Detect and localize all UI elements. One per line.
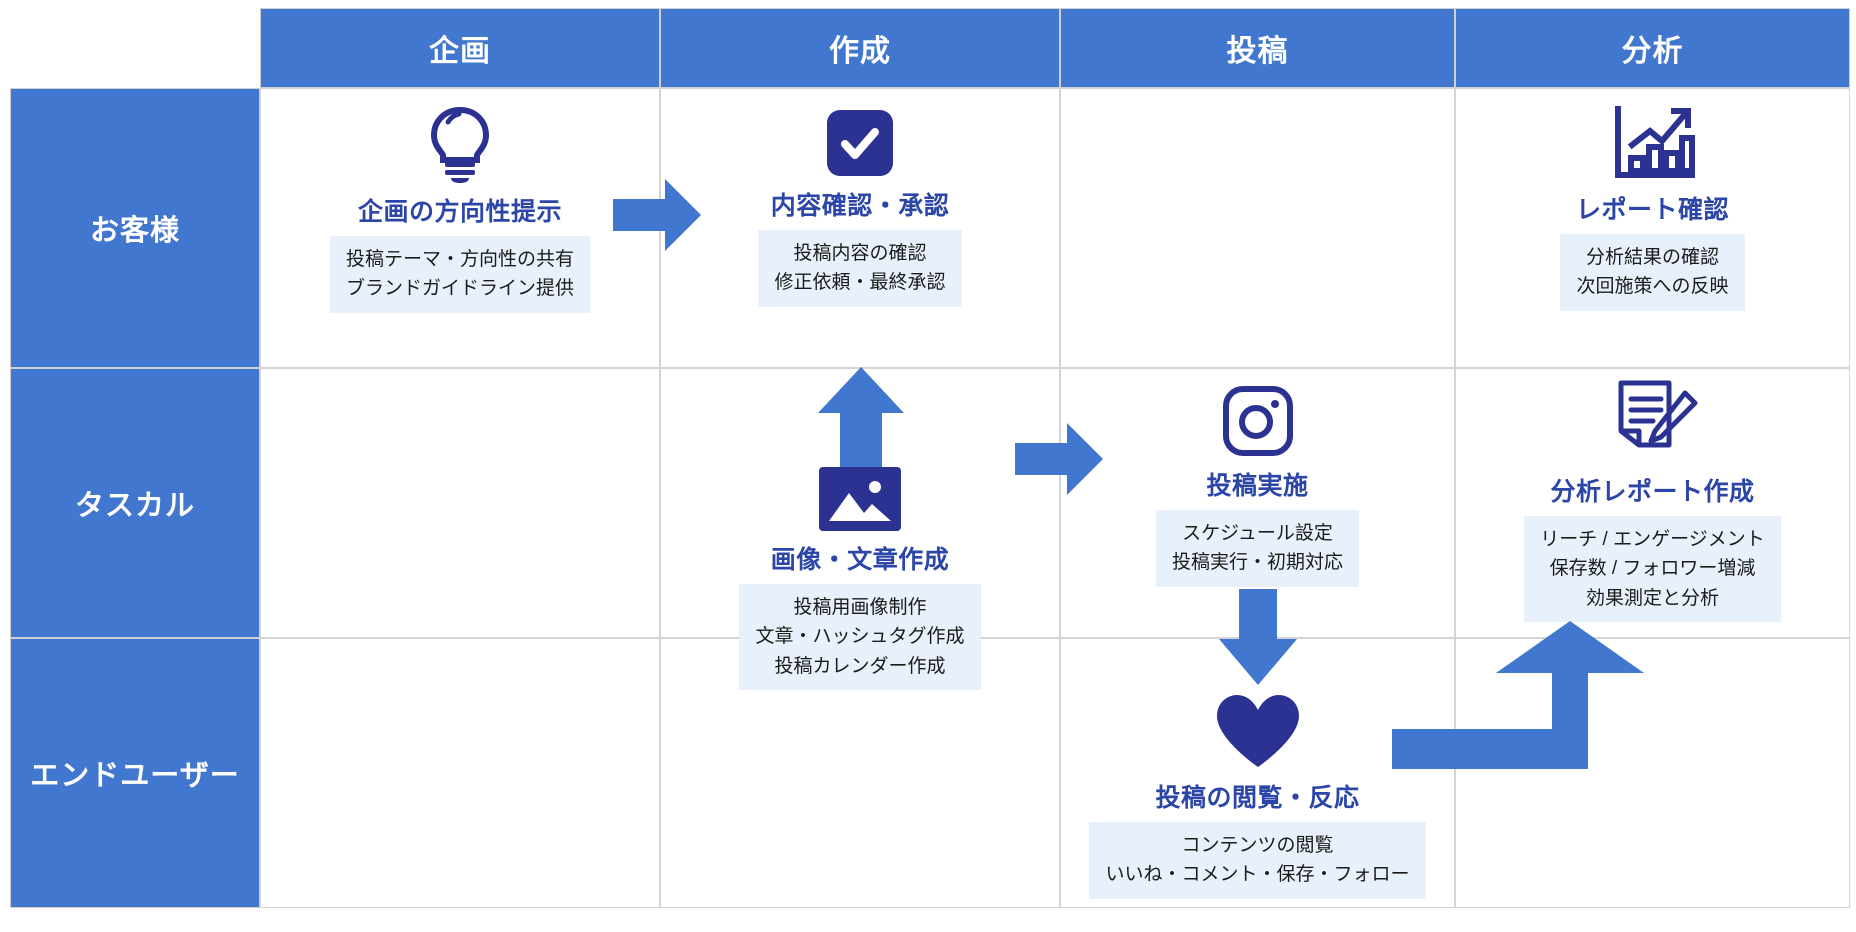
cell-customer-analysis: レポート確認 分析結果の確認 次回施策への反映 (1455, 88, 1850, 368)
cell-end-user-analysis (1455, 638, 1850, 908)
node-analysis-report[interactable]: 分析レポート作成 リーチ / エンゲージメント 保存数 / フォロワー増減 効果… (1456, 379, 1849, 623)
node-report-check[interactable]: レポート確認 分析結果の確認 次回施策への反映 (1456, 105, 1849, 311)
node-detail: コンテンツの閲覧 いいね・コメント・保存・フォロー (1089, 822, 1426, 899)
cell-tascal-planning (260, 368, 660, 638)
node-content-approval[interactable]: 内容確認・承認 投稿内容の確認 修正依頼・最終承認 (661, 109, 1059, 307)
arrow-viewing-to-analysis-icon (1392, 621, 1644, 771)
node-detail: 分析結果の確認 次回施策への反映 (1560, 234, 1745, 311)
node-title: レポート確認 (1575, 196, 1729, 224)
arrow-plan-to-approval-icon (613, 177, 701, 253)
cell-tascal-posting: 投稿実施 スケジュール設定 投稿実行・初期対応 (1060, 368, 1455, 685)
instagram-camera-icon (1222, 385, 1294, 462)
document-pencil-icon (1607, 379, 1699, 468)
cell-end-user-planning (260, 638, 660, 908)
node-detail: スケジュール設定 投稿実行・初期対応 (1155, 510, 1359, 587)
node-detail: リーチ / エンゲージメント 保存数 / フォロワー増減 効果測定と分析 (1524, 516, 1781, 623)
column-header-planning: 企画 (260, 8, 660, 88)
cell-customer-planning: 企画の方向性提示 投稿テーマ・方向性の共有 ブランドガイドライン提供 (260, 88, 701, 368)
row-header-tascal: タスカル (10, 368, 260, 638)
cell-customer-creation: 内容確認・承認 投稿内容の確認 修正依頼・最終承認 (660, 88, 1060, 368)
node-title: 画像・文章作成 (770, 546, 950, 574)
column-header-posting: 投稿 (1060, 8, 1455, 88)
bar-chart-icon (1610, 105, 1696, 186)
node-posting[interactable]: 投稿実施 スケジュール設定 投稿実行・初期対応 (1061, 385, 1454, 587)
swimlane-grid: 企画 作成 投稿 分析 お客様 (10, 8, 1850, 920)
grid-corner-blank (10, 8, 260, 88)
node-plan-direction[interactable]: 企画の方向性提示 投稿テーマ・方向性の共有 ブランドガイドライン提供 (261, 105, 659, 313)
row-header-customer: お客様 (10, 88, 260, 368)
node-view-react[interactable]: 投稿の閲覧・反応 コンテンツの閲覧 いいね・コメント・保存・フォロー (1061, 693, 1454, 899)
node-title: 投稿の閲覧・反応 (1155, 784, 1360, 812)
node-detail: 投稿テーマ・方向性の共有 ブランドガイドライン提供 (329, 236, 590, 313)
cell-customer-posting (1060, 88, 1455, 368)
column-header-creation: 作成 (660, 8, 1060, 88)
arrow-creation-to-posting-icon (1015, 421, 1103, 497)
check-square-icon (826, 109, 894, 182)
node-title: 分析レポート作成 (1550, 478, 1755, 506)
cell-tascal-creation: 画像・文章作成 投稿用画像制作 文章・ハッシュタグ作成 投稿カレンダー作成 (660, 367, 1103, 691)
cell-tascal-analysis: 分析レポート作成 リーチ / エンゲージメント 保存数 / フォロワー増減 効果… (1455, 368, 1850, 638)
row-header-end-user: エンドユーザー (10, 638, 260, 908)
node-title: 投稿実施 (1206, 472, 1309, 500)
node-title: 内容確認・承認 (770, 192, 950, 220)
node-image-text-creation[interactable]: 画像・文章作成 投稿用画像制作 文章・ハッシュタグ作成 投稿カレンダー作成 (661, 467, 1059, 691)
node-detail: 投稿内容の確認 修正依頼・最終承認 (758, 230, 962, 307)
heart-icon (1215, 693, 1301, 774)
node-title: 企画の方向性提示 (357, 198, 562, 226)
arrow-creation-to-approval-icon (818, 367, 904, 467)
node-detail: 投稿用画像制作 文章・ハッシュタグ作成 投稿カレンダー作成 (739, 584, 981, 691)
lightbulb-icon (423, 105, 497, 188)
image-icon (819, 467, 901, 536)
column-header-analysis: 分析 (1455, 8, 1850, 88)
arrow-posting-to-viewing-icon (1219, 589, 1297, 685)
